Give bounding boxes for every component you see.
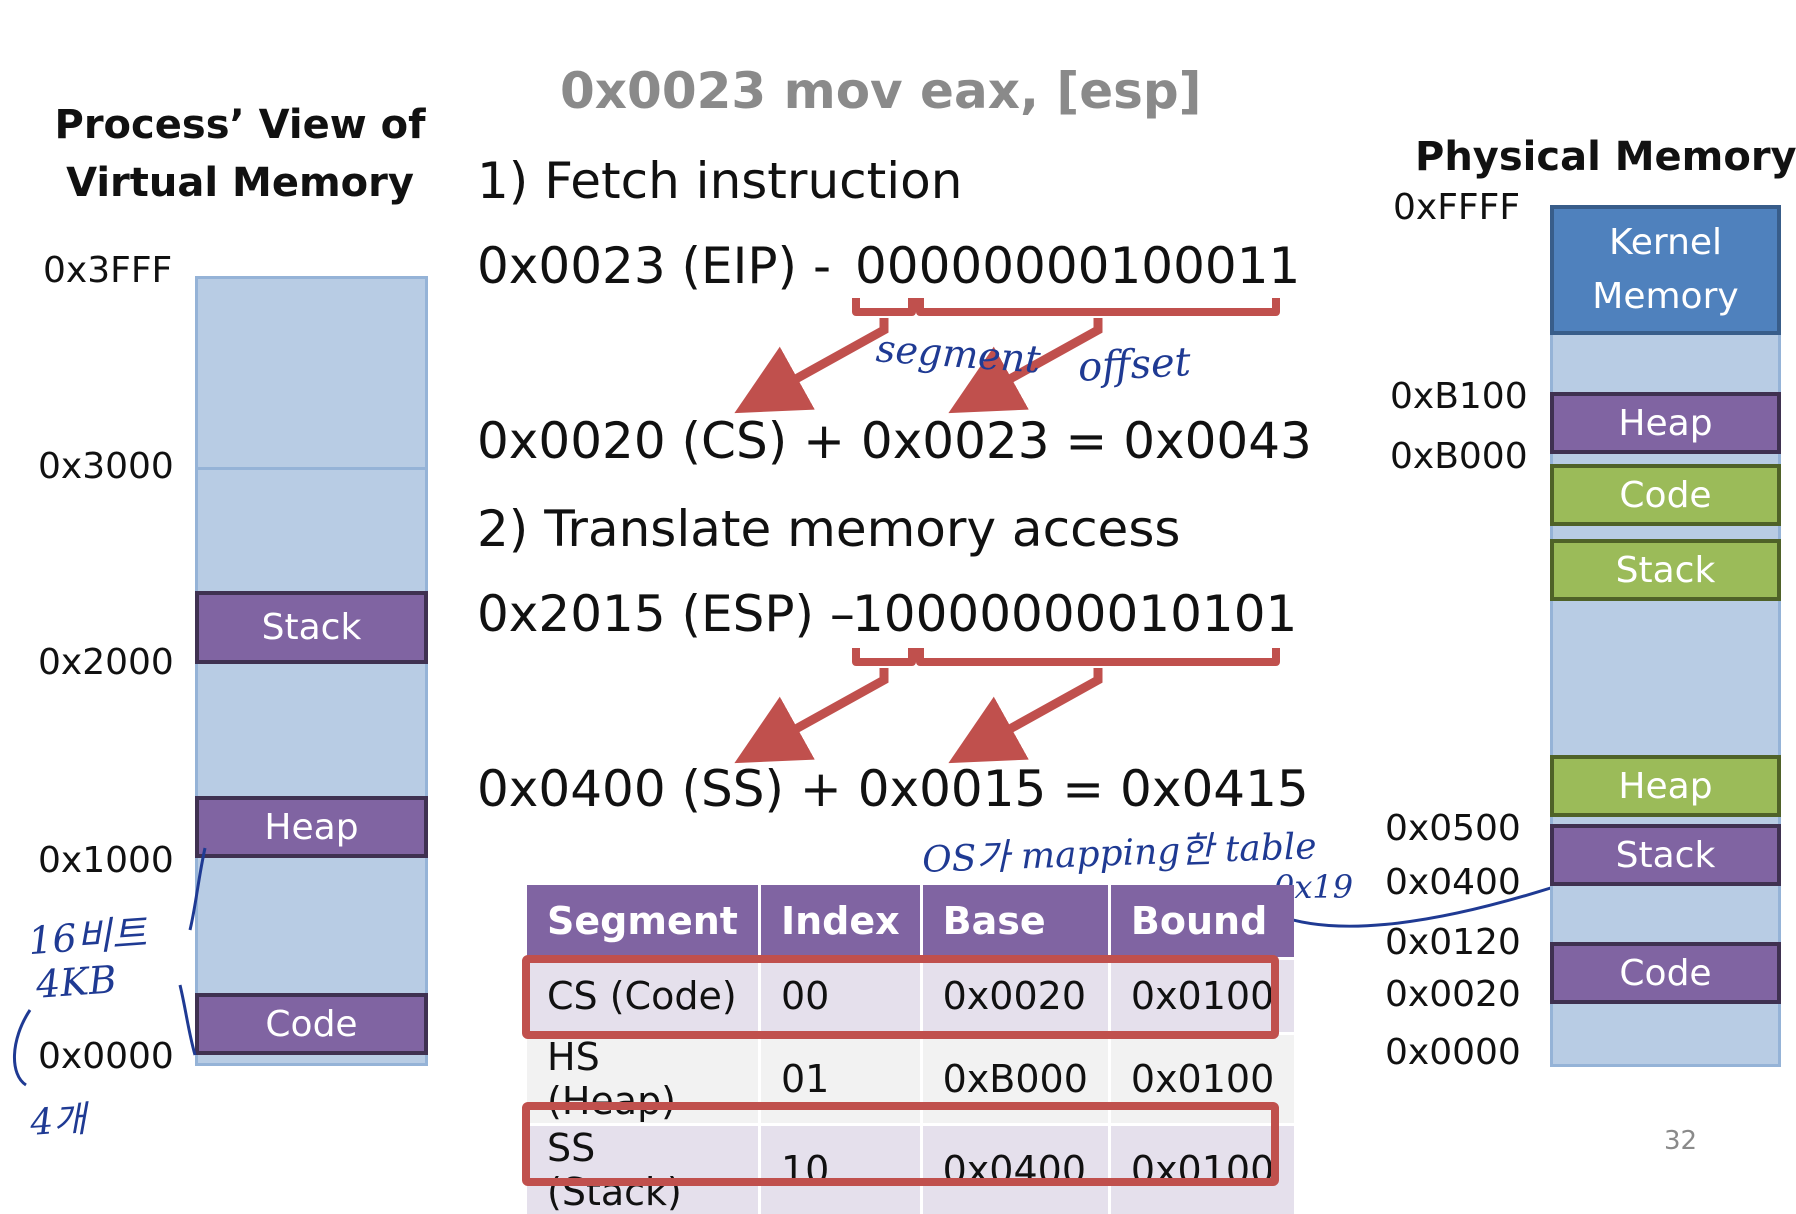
physical-code-green: Code xyxy=(1550,464,1781,526)
header-base: Base xyxy=(921,885,1109,959)
physical-heap-purple: Heap xyxy=(1550,392,1781,454)
ink-left-bracket-1 xyxy=(190,848,205,930)
esp-segment-bracket xyxy=(856,648,912,662)
ink-left-curl xyxy=(14,1010,30,1085)
physical-addr-0000: 0x0000 xyxy=(1385,1032,1521,1073)
cs-row-highlight xyxy=(522,955,1279,1039)
handwritten-offset: offset xyxy=(1077,339,1192,391)
physical-heap-green: Heap xyxy=(1550,755,1781,817)
physical-addr-0400: 0x0400 xyxy=(1385,862,1521,903)
physical-memory-title: Physical Memory xyxy=(1415,128,1785,186)
eip-segment-arrow xyxy=(758,318,884,400)
eip-offset-bracket xyxy=(920,298,1276,312)
physical-stack-purple: Stack xyxy=(1550,824,1781,886)
physical-code-purple: Code xyxy=(1550,942,1781,1004)
physical-stack-green: Stack xyxy=(1550,539,1781,601)
header-segment: Segment xyxy=(527,885,759,959)
physical-addr-0020: 0x0020 xyxy=(1385,974,1521,1015)
kernel-memory-block: Kernel Memory xyxy=(1550,205,1781,335)
header-index: Index xyxy=(759,885,921,959)
ss-row-highlight xyxy=(522,1102,1279,1186)
page-number: 32 xyxy=(1664,1126,1697,1156)
physical-addr-b000: 0xB000 xyxy=(1390,436,1528,477)
segment-table-header: Segment Index Base Bound xyxy=(527,885,1294,959)
physical-addr-0120: 0x0120 xyxy=(1385,922,1521,963)
physical-addr-ffff: 0xFFFF xyxy=(1393,187,1520,228)
esp-offset-arrow xyxy=(972,668,1098,750)
eip-segment-bracket xyxy=(856,298,912,312)
physical-addr-0500: 0x0500 xyxy=(1385,808,1521,849)
physical-addr-b100: 0xB100 xyxy=(1390,376,1528,417)
kernel-label-line1: Kernel xyxy=(1609,216,1722,270)
kernel-label-line2: Memory xyxy=(1592,270,1738,324)
ink-left-bracket-2 xyxy=(180,985,195,1055)
esp-offset-bracket xyxy=(920,648,1276,662)
header-bound: Bound xyxy=(1109,885,1294,959)
esp-segment-arrow xyxy=(758,668,884,750)
